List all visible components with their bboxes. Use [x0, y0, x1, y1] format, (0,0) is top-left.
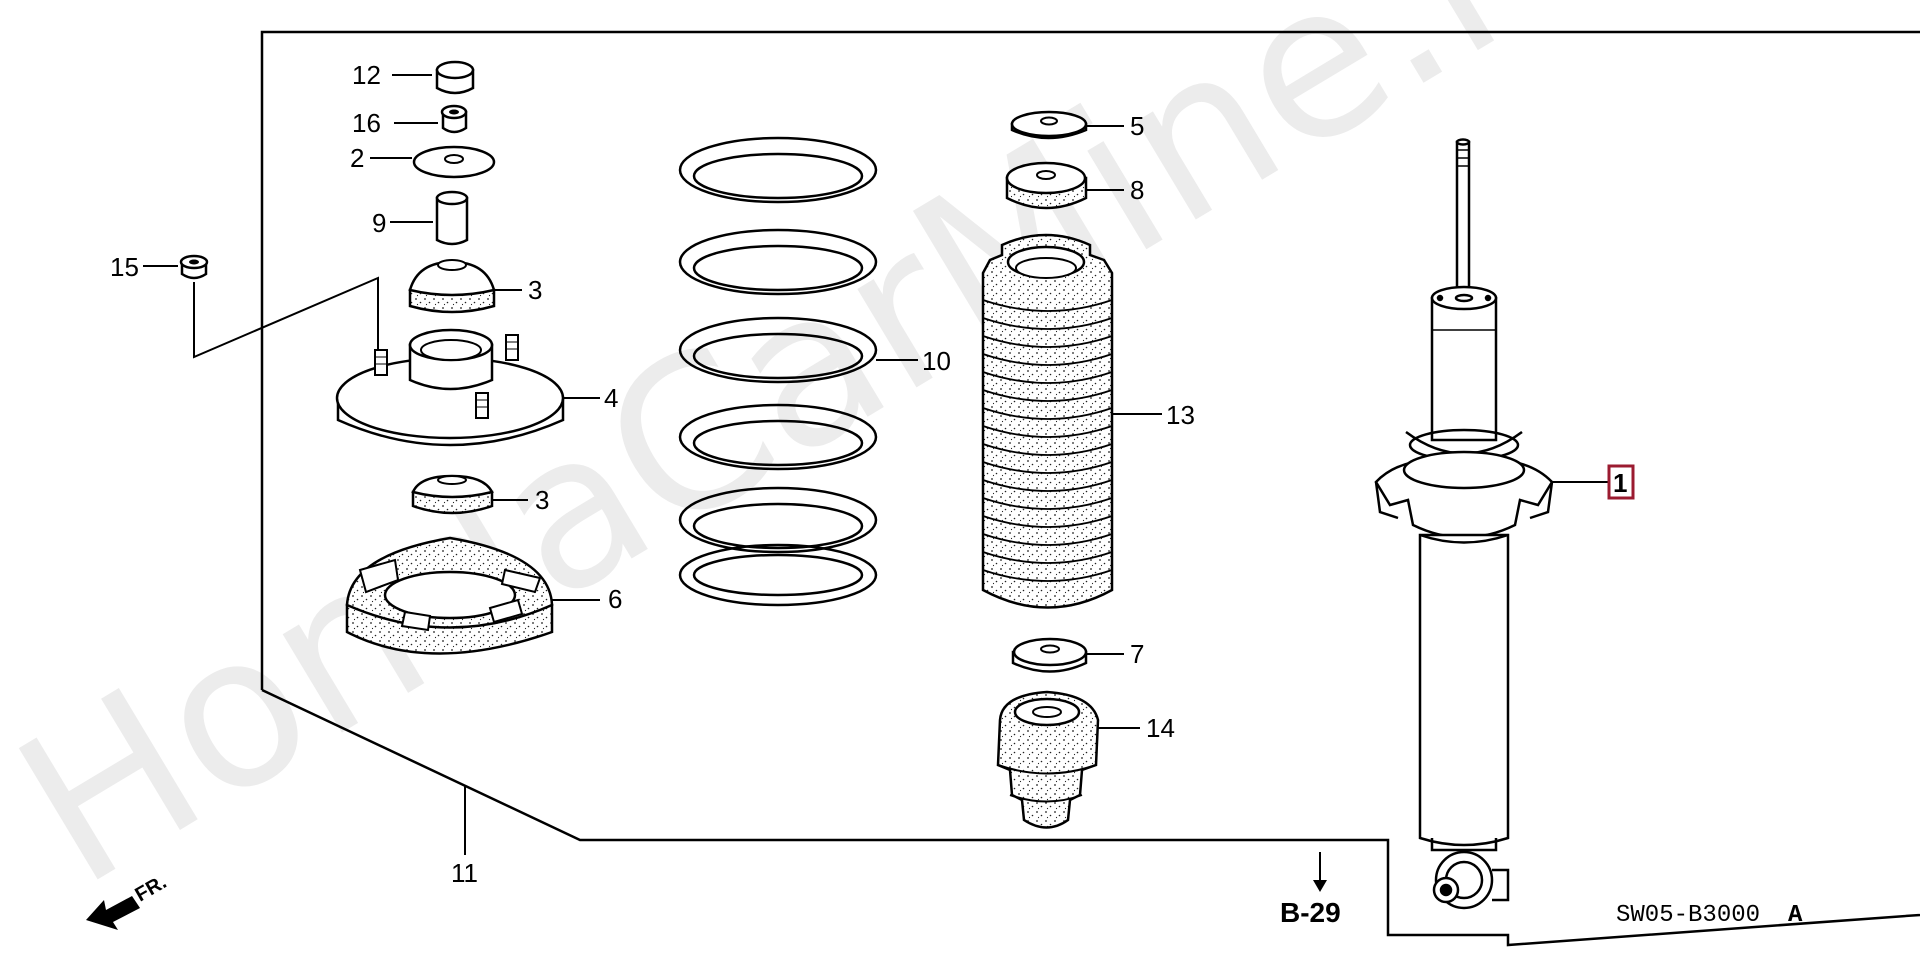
part-9-collar[interactable] — [435, 190, 469, 246]
callout-15[interactable]: 15 — [110, 252, 139, 282]
callout-9[interactable]: 9 — [372, 208, 386, 238]
front-direction-arrow — [86, 896, 140, 930]
callout-5[interactable]: 5 — [1130, 111, 1144, 141]
part-14-bump-stop[interactable] — [996, 690, 1100, 829]
callout-10[interactable]: 10 — [922, 346, 951, 376]
callout-6[interactable]: 6 — [608, 584, 622, 614]
assembly-outline — [260, 30, 1920, 947]
callout-4[interactable]: 4 — [604, 383, 618, 413]
part-12-cap[interactable] — [435, 60, 475, 95]
callout-7[interactable]: 7 — [1130, 639, 1144, 669]
callout-14[interactable]: 14 — [1146, 713, 1175, 743]
part-5-washer[interactable] — [1010, 110, 1088, 140]
part-16-nut[interactable] — [440, 104, 468, 134]
callout-13[interactable]: 13 — [1166, 400, 1195, 430]
callout-2[interactable]: 2 — [350, 143, 364, 173]
part-3-upper-rubber[interactable] — [408, 259, 496, 314]
callout-12[interactable]: 12 — [352, 60, 381, 90]
nut-position-line — [193, 276, 379, 359]
part-3-lower-rubber[interactable] — [411, 474, 494, 515]
callout-3-lower[interactable]: 3 — [535, 485, 549, 515]
part-1-shock-absorber[interactable] — [1374, 138, 1554, 910]
diagram-code: SW05-B3000 — [1616, 902, 1760, 929]
callout-8[interactable]: 8 — [1130, 175, 1144, 205]
diagram-code-suffix: A — [1788, 902, 1803, 929]
callout-11[interactable]: 11 — [451, 858, 478, 888]
callout-1[interactable]: 1 — [1613, 468, 1627, 498]
part-4-mount-base[interactable] — [335, 328, 565, 447]
callout-3-upper[interactable]: 3 — [528, 275, 542, 305]
reference-arrow — [1313, 852, 1327, 892]
part-15-nut[interactable] — [179, 254, 209, 280]
part-2-washer[interactable] — [412, 145, 496, 179]
part-10-coil-spring[interactable] — [678, 136, 878, 607]
part-8-rubber[interactable] — [1005, 161, 1088, 210]
reference-label[interactable]: B-29 — [1280, 897, 1341, 928]
part-13-dust-boot[interactable] — [981, 233, 1114, 609]
callout-16[interactable]: 16 — [352, 108, 381, 138]
part-7-washer[interactable] — [1011, 637, 1088, 673]
part-6-spring-seat[interactable] — [345, 536, 554, 655]
part-1-highlight-box — [1607, 464, 1635, 500]
